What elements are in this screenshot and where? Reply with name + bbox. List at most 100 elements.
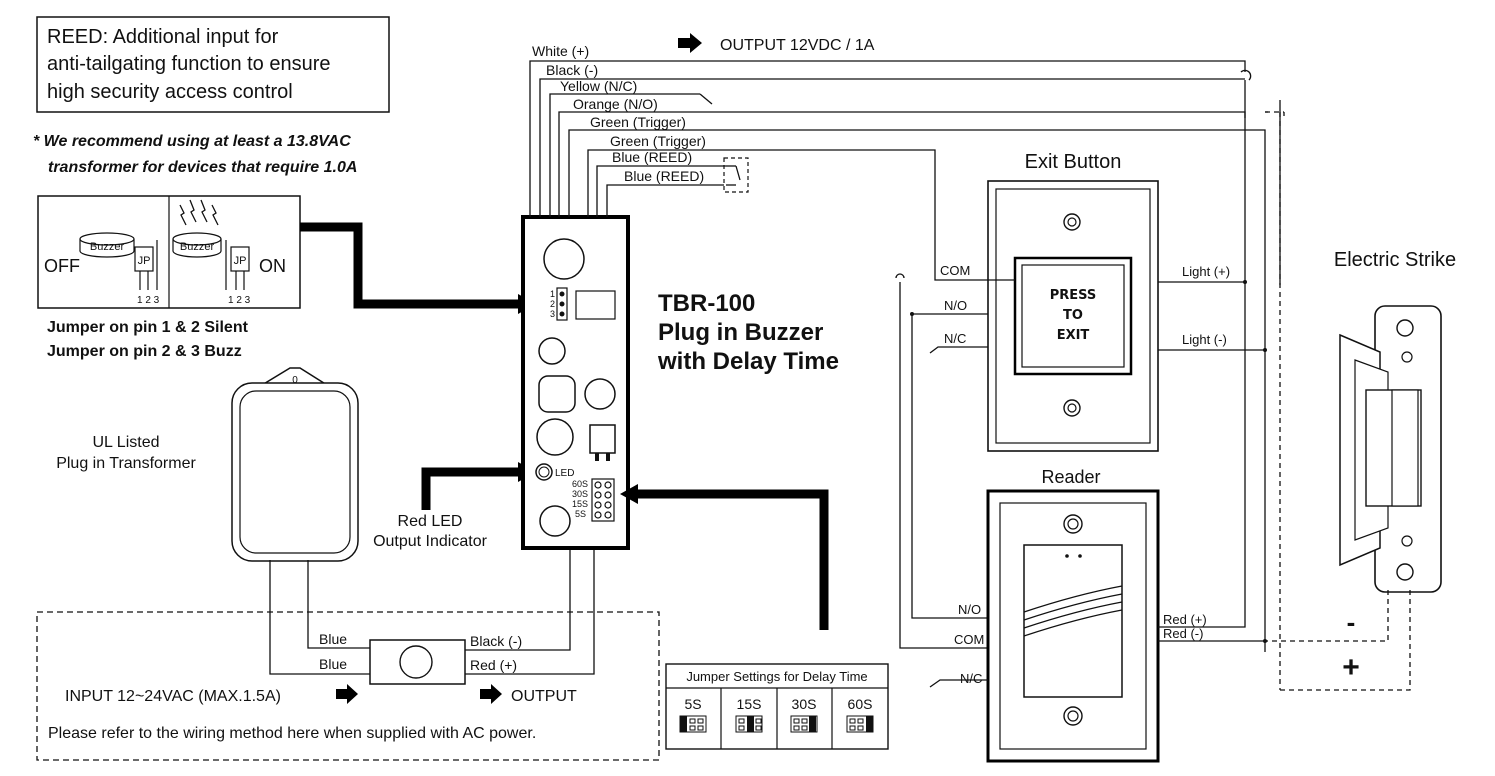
product-name: TBR-100	[658, 290, 755, 317]
wire-orange-label: Orange (N/O)	[573, 96, 658, 112]
reader-com-label: COM	[954, 632, 984, 647]
press-text: PRESS	[1050, 288, 1097, 303]
led-label-1: Red LED	[398, 513, 463, 530]
delay-col-5s: 5S	[684, 696, 701, 712]
reed-note-line3: high security access control	[47, 81, 293, 103]
delay-jumper-header	[591, 478, 615, 522]
wire-blue2-label: Blue (REED)	[624, 168, 704, 184]
electric-strike	[1339, 305, 1442, 593]
wire-yellow-label: Yellow (N/C)	[560, 78, 637, 94]
product-desc-2: with Delay Time	[657, 348, 839, 375]
tbr100-board: 1 2 3 LED 60S 30S 15S 5S	[521, 215, 630, 550]
exit-com-label: COM	[940, 263, 970, 278]
led-indicator	[535, 463, 553, 481]
delay-col-60s: 60S	[848, 696, 873, 712]
exit-text: EXIT	[1057, 328, 1090, 343]
ac-blue2-label: Blue	[319, 656, 347, 672]
delay-60s-label: 60S	[572, 479, 588, 489]
exit-nc-label: N/C	[944, 331, 966, 346]
exit-terminals	[895, 268, 1267, 649]
jumper-off-label: OFF	[44, 256, 80, 276]
reed-switch	[723, 157, 749, 193]
wire-black-label: Black (-)	[546, 62, 598, 78]
pin-numbers-off: 1 2 3	[137, 295, 160, 306]
exit-no-label: N/O	[944, 298, 967, 313]
pin-numbers-on: 1 2 3	[228, 295, 251, 306]
buzzer-jumper-panel: OFF Buzzer JP 1 2 3 Buzzer	[37, 195, 301, 309]
reader-no-label: N/O	[958, 602, 981, 617]
reader-red-plus-label: Red (+)	[1163, 612, 1207, 627]
ac-power-box	[36, 611, 660, 761]
transformer-label-1: UL Listed	[93, 434, 160, 451]
strike-leads	[1268, 590, 1411, 691]
ac-input-label: INPUT 12~24VAC (MAX.1.5A)	[65, 688, 281, 705]
jumper-grid-15s	[735, 715, 763, 733]
reader-terminals	[929, 282, 1268, 688]
reed-note-line1: REED: Additional input for	[47, 26, 279, 48]
ac-blue1-label: Blue	[319, 631, 347, 647]
ac-wiring	[269, 550, 595, 685]
plug-in-transformer: 0	[231, 367, 359, 562]
buzzer-icon-on: Buzzer	[172, 199, 222, 258]
delay-15s-label: 15S	[572, 499, 588, 509]
recommend-note: * We recommend using at least a 13.8VAC …	[33, 133, 357, 176]
jumper-on-label: ON	[259, 256, 286, 276]
delay-jumper-table: Jumper Settings for Delay Time 5S 15S 30…	[665, 663, 889, 750]
recommend-line1: * We recommend using at least a 13.8VAC	[33, 133, 351, 150]
card-reader	[986, 489, 1160, 763]
ac-output-label: OUTPUT	[511, 688, 577, 705]
strike-plus: +	[1342, 651, 1360, 684]
reader-title: Reader	[1041, 467, 1100, 487]
exit-button: PRESS TO EXIT	[987, 180, 1159, 452]
reader-red-minus-label: Red (-)	[1163, 626, 1203, 641]
delay-5s-label: 5S	[575, 509, 586, 519]
output-12vdc-label: OUTPUT 12VDC / 1A	[720, 37, 875, 54]
wire-green2-label: Green (Trigger)	[610, 133, 706, 149]
jumper-icon-on: JP 1 2 3	[225, 240, 251, 306]
reed-note-line2: anti-tailgating function to ensure	[47, 53, 331, 75]
delay-30s-label: 30S	[572, 489, 588, 499]
wire-white-label: White (+)	[532, 43, 589, 59]
reader-nc-label: N/C	[960, 671, 982, 686]
jumper-icon-off: JP 1 2 3	[134, 240, 160, 306]
wire-blue1-label: Blue (REED)	[612, 149, 692, 165]
exit-button-title: Exit Button	[1025, 151, 1122, 173]
jumper-grid-30s	[790, 715, 818, 733]
light-minus-label: Light (-)	[1182, 332, 1227, 347]
ac-output-arrow-icon	[480, 684, 502, 704]
strike-title: Electric Strike	[1334, 249, 1456, 271]
delay-table-title: Jumper Settings for Delay Time	[686, 669, 867, 684]
jumper-note-buzz: Jumper on pin 2 & 3 Buzz	[47, 343, 242, 360]
to-text: TO	[1063, 308, 1083, 323]
right-wires	[1265, 100, 1285, 690]
pin-label-1: 1	[550, 289, 555, 299]
reed-note-box: REED: Additional input for anti-tailgati…	[36, 16, 390, 113]
recommend-line2: transformer for devices that require 1.0…	[48, 159, 357, 176]
led-text: LED	[555, 468, 574, 479]
ac-black-label: Black (-)	[470, 633, 522, 649]
relay-block	[575, 290, 616, 320]
product-desc-1: Plug in Buzzer	[658, 319, 823, 346]
transformer-label-2: Plug in Transformer	[56, 455, 196, 472]
jumper-pointer-arrow	[300, 222, 520, 309]
buzzer-icon-off: Buzzer	[79, 232, 135, 258]
buzzer-circle	[543, 238, 585, 280]
delay-pointer-arrow	[636, 489, 829, 630]
led-label-2: Output Indicator	[373, 533, 488, 550]
ac-note: Please refer to the wiring method here w…	[48, 725, 536, 742]
input-arrow-icon	[336, 684, 358, 704]
led-pointer-arrow	[421, 467, 520, 510]
delay-arrowhead	[620, 484, 638, 504]
output-arrow-icon	[678, 33, 702, 53]
buzzer-label-off: Buzzer	[90, 241, 125, 253]
pin-label-2: 2	[550, 299, 555, 309]
pin-label-3: 3	[550, 309, 555, 319]
jumper-grid-60s	[846, 715, 874, 733]
jp-label-on: JP	[234, 255, 247, 267]
jumper-note-silent: Jumper on pin 1 & 2 Silent	[47, 319, 249, 336]
ac-red-label: Red (+)	[470, 657, 517, 673]
board-wires	[529, 60, 1268, 652]
svg-text:0: 0	[292, 375, 298, 386]
wire-green1-label: Green (Trigger)	[590, 114, 686, 130]
